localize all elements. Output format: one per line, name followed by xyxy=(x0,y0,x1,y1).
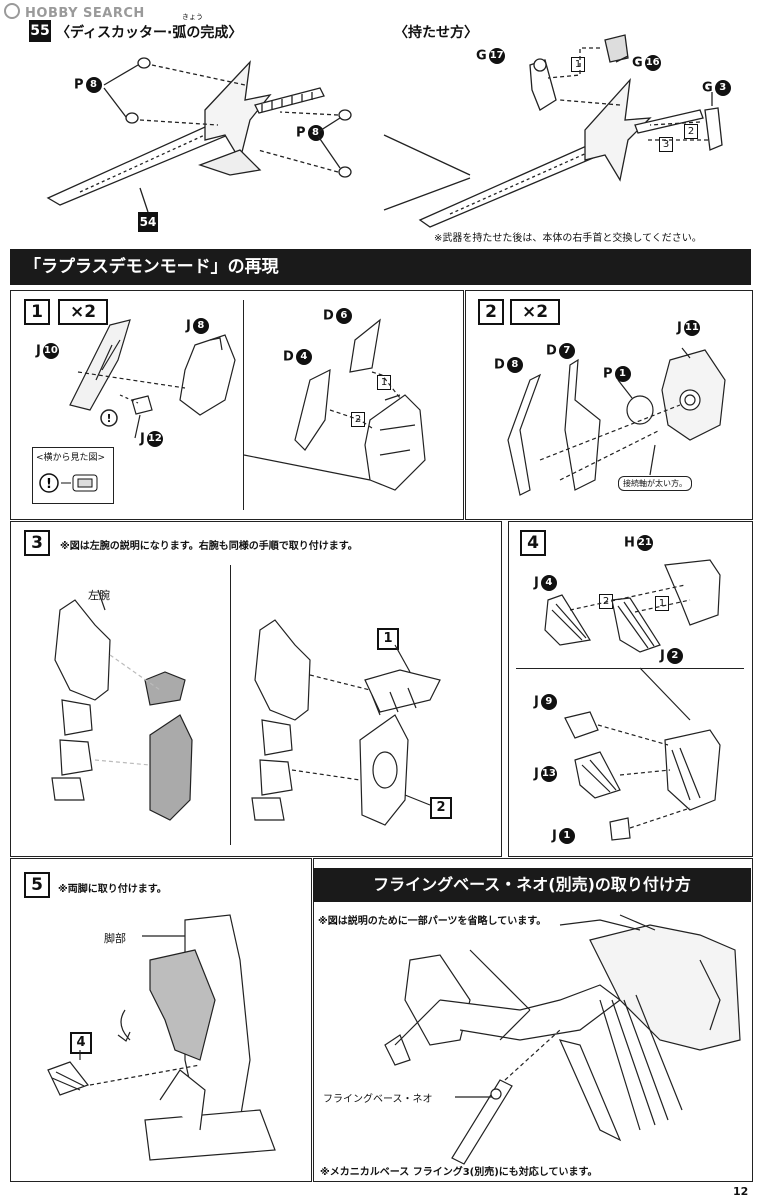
section-header-bar: 「ラプラスデモンモード」の再現 xyxy=(10,249,751,285)
step-55-number: 55 xyxy=(29,20,51,42)
panel-5 xyxy=(10,858,312,1182)
axis-note: 接続軸が太い方。 xyxy=(618,476,692,491)
panel-1-step-1: 1 xyxy=(377,375,391,390)
flying-panel xyxy=(313,858,753,1182)
panel-2-step: 2 xyxy=(478,299,504,325)
hold-step-1: 1 xyxy=(571,57,585,72)
left-arm-label: 左腕 xyxy=(88,589,110,602)
panel-1-divider xyxy=(243,300,244,510)
panel-4-divider xyxy=(516,668,744,669)
flying-base-label: フライングベース・ネオ xyxy=(323,1094,433,1105)
panel-5-step: 5 xyxy=(24,872,50,898)
watermark-logo: HOBBY SEARCH xyxy=(4,3,145,21)
panel-4 xyxy=(508,521,753,857)
flying-note: ※図は説明のために一部パーツを省略しています。 xyxy=(318,916,547,927)
panel-3-ref-1: 1 xyxy=(377,628,399,650)
side-view-label: <横から見た図> xyxy=(36,453,106,463)
sword-illustration-left xyxy=(46,57,352,213)
sword-illustration-right xyxy=(383,34,723,228)
section-header-title: 「ラプラスデモンモード」の再現 xyxy=(24,257,279,277)
flying-header-bar: フライングベース・ネオ(別売)の取り付け方 xyxy=(313,868,751,902)
panel-4-step: 4 xyxy=(520,530,546,556)
panel-2 xyxy=(465,290,753,520)
page-number: 12 xyxy=(733,1185,749,1198)
panel-5-ref-4: 4 xyxy=(70,1032,92,1054)
panel-1 xyxy=(10,290,464,520)
step-55-title: 〈ディスカッター·弧の完成〉 xyxy=(56,25,243,41)
panel-5-illustration xyxy=(47,914,276,1161)
panel-1-step: 1 xyxy=(24,299,50,325)
ruby-text: きょう xyxy=(182,13,203,21)
panel-4-illustration xyxy=(544,559,721,841)
hold-title: 〈持たせ方〉 xyxy=(394,25,478,41)
side-view-box: <横から見た図> ! xyxy=(32,447,114,504)
caution-icon: ! xyxy=(39,473,98,493)
leg-label: 脚部 xyxy=(104,932,126,945)
panel-3-divider xyxy=(230,565,231,845)
panel-3-illustration xyxy=(51,589,441,826)
panel-1-illustration: ! xyxy=(69,318,426,491)
hold-step-2: 2 xyxy=(684,124,698,139)
panel-2-illustration xyxy=(507,347,726,496)
flying-header-title: フライングベース・ネオ(別売)の取り付け方 xyxy=(373,875,691,894)
hold-step-3: 3 xyxy=(659,137,673,152)
panel-4-step-2: 2 xyxy=(599,594,613,609)
panel-2-multiplier: ×2 xyxy=(510,299,560,325)
svg-text:!: ! xyxy=(106,412,111,425)
hold-note: ※武器を持たせた後は、本体の右手首と交換してください。 xyxy=(434,233,702,244)
panel-3-ref-2: 2 xyxy=(430,797,452,819)
panel-3-step: 3 xyxy=(24,530,50,556)
panel-3-note: ※図は左腕の説明になります。右腕も同様の手順で取り付けます。 xyxy=(60,541,358,552)
panel-5-note: ※両脚に取り付けます。 xyxy=(58,884,167,895)
watermark-icon xyxy=(4,3,20,19)
flying-footer: ※メカニカルベース フライング3(別売)にも対応しています。 xyxy=(320,1167,598,1178)
svg-text:!: ! xyxy=(46,477,52,492)
panel-1-multiplier: ×2 xyxy=(58,299,108,325)
ref-step-54: 54 xyxy=(138,212,158,232)
panel-3 xyxy=(10,521,502,857)
